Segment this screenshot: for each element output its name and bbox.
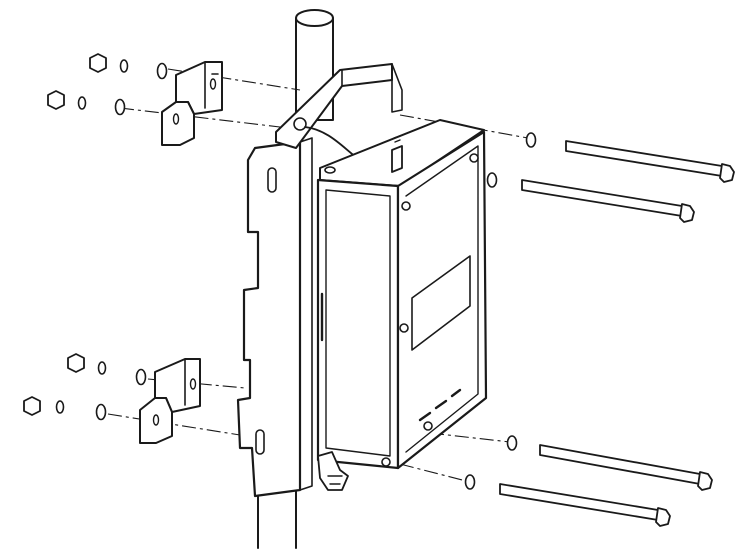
bolt-shank bbox=[565, 140, 723, 177]
slot-hole-icon bbox=[172, 113, 180, 125]
screw-icon bbox=[423, 421, 433, 431]
lower-pole-clamp bbox=[139, 358, 201, 444]
flat-washer-icon bbox=[506, 435, 518, 451]
bolt-head-icon bbox=[719, 163, 735, 183]
bolt-shank bbox=[539, 444, 701, 485]
lower-mounting-bolts bbox=[464, 435, 713, 527]
screw-icon bbox=[469, 153, 479, 163]
flat-washer-icon bbox=[156, 62, 168, 80]
slot-hole-icon bbox=[267, 167, 277, 193]
cable-gland-icon bbox=[324, 166, 336, 174]
lock-washer-icon bbox=[97, 361, 107, 375]
bolt-head-icon bbox=[655, 507, 671, 527]
lock-washer-icon bbox=[77, 96, 87, 110]
hex-nut-icon bbox=[47, 90, 65, 110]
hex-nut-icon bbox=[67, 353, 85, 373]
screw-icon bbox=[401, 201, 411, 211]
hex-nut-icon bbox=[89, 53, 107, 73]
bolt-head-icon bbox=[679, 203, 695, 223]
hex-nut-icon bbox=[23, 396, 41, 416]
slot-hole-icon bbox=[209, 78, 217, 90]
upper-nut-washer-set bbox=[47, 53, 168, 116]
bolt-shank bbox=[521, 179, 683, 217]
antenna-connector-icon bbox=[391, 145, 403, 173]
lock-washer-icon bbox=[119, 59, 129, 73]
slot-hole-icon bbox=[152, 414, 160, 426]
flat-washer-icon bbox=[114, 98, 126, 116]
flat-washer-icon bbox=[464, 474, 476, 490]
screw-icon bbox=[399, 323, 409, 333]
flat-washer-icon bbox=[525, 132, 537, 148]
flat-washer-icon bbox=[486, 172, 498, 188]
flat-washer-icon bbox=[135, 368, 147, 386]
flat-washer-icon bbox=[95, 403, 107, 421]
slot-hole-icon bbox=[255, 429, 265, 455]
outdoor-enclosure bbox=[316, 119, 488, 491]
cable-gland-icon bbox=[317, 451, 349, 491]
enclosure-front-face bbox=[316, 178, 400, 470]
slot-hole-icon bbox=[189, 378, 197, 390]
upper-pole-clamp bbox=[161, 61, 223, 146]
lower-nut-washer-set bbox=[23, 353, 147, 421]
bolt-head-icon bbox=[293, 117, 307, 131]
bolt-shank bbox=[499, 483, 659, 521]
wall-mount-plate bbox=[236, 137, 313, 498]
lock-washer-icon bbox=[55, 400, 65, 414]
upper-mounting-bolts bbox=[486, 132, 735, 223]
bolt-head-icon bbox=[697, 471, 713, 491]
screw-icon bbox=[381, 457, 391, 467]
product-label-panel bbox=[411, 255, 471, 351]
